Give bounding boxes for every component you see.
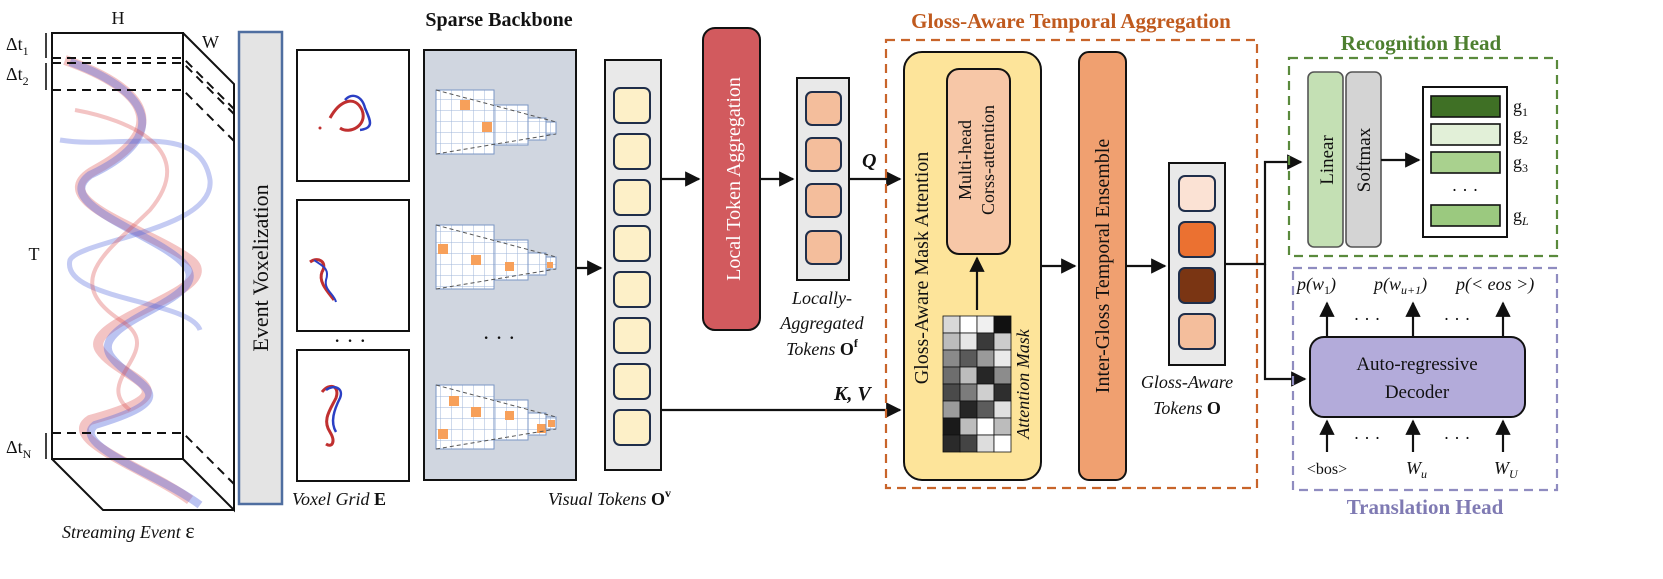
visual-token (613, 363, 651, 400)
linear-label: Linear (1317, 135, 1338, 185)
linear-block (1307, 71, 1344, 248)
decoder-label-line1: Auto-regressive (1356, 354, 1477, 375)
output-prob-eos: p(< eos >) (1454, 274, 1534, 295)
sparse-backbone-pyramid-2 (435, 224, 557, 290)
gloss-token (1178, 313, 1216, 350)
cross-attention-label-line2: Corss-attention (978, 105, 998, 215)
gloss-prob-bar (1430, 151, 1501, 174)
width-label: W (202, 32, 219, 52)
output-prob-w1: p(w1) (1295, 274, 1336, 297)
inter-gloss-temporal-ensemble-label: Inter-Gloss Temporal Ensemble (1092, 139, 1114, 394)
gloss-label-3: g3 (1513, 152, 1528, 175)
to-translation-head-arrow (1263, 264, 1307, 387)
event-voxelization-label: Event Voxelization (248, 184, 273, 351)
gloss-prob-ellipsis: · · · (1452, 180, 1479, 200)
decoder-input-ellipsis-1: · · · (1354, 428, 1381, 448)
streaming-event-volume (45, 32, 235, 513)
attention-mask-grid (942, 315, 1012, 453)
visual-token (613, 179, 651, 216)
local-token (805, 91, 842, 126)
recognition-head-frame (1287, 56, 1559, 258)
recognition-head-title: Recognition Head (1341, 31, 1502, 55)
voxel-grid-frame-1 (296, 49, 410, 182)
kv-label: K, V (833, 383, 872, 405)
visual-tokens-caption: Visual Tokens Ov (548, 486, 671, 509)
visual-token-list (613, 87, 651, 446)
sparse-backbone-pyramid-1 (435, 89, 557, 155)
gloss-token (1178, 175, 1216, 212)
local-tokens-caption-line1: Locally- (791, 288, 852, 308)
gloss-label-l: gL (1513, 205, 1529, 228)
visual-token (613, 225, 651, 262)
local-token-list (805, 91, 842, 265)
gloss-tokens-caption-line2: Tokens O (1153, 398, 1221, 418)
visual-token (613, 271, 651, 308)
gloss-tokens-caption-line1: Gloss-Aware (1141, 372, 1233, 392)
decoder-input-wu: Wu (1406, 458, 1427, 481)
local-token (805, 230, 842, 265)
voxel-grid-frame-3 (296, 349, 410, 482)
streaming-event-caption: Streaming Event ε (62, 518, 195, 543)
voxel-grid-caption: Voxel Grid E (292, 489, 386, 509)
gloss-prob-bar (1430, 123, 1501, 146)
gloss-aware-temporal-aggregation-frame (884, 38, 1259, 490)
gloss-token-list (1178, 175, 1216, 350)
cross-attention-label-line1: Multi-head (955, 120, 975, 200)
decoder-label-line2: Decoder (1385, 382, 1450, 403)
auto-regressive-decoder-block (1309, 336, 1526, 418)
gloss-prob-bar (1430, 204, 1501, 227)
time-axis-label: T (29, 244, 40, 264)
decoder-input-wU: WU (1494, 458, 1519, 481)
voxel-grid-frame-2 (296, 199, 410, 332)
sparse-backbone-ellipsis: · · · (483, 325, 516, 350)
local-token (805, 137, 842, 172)
sparse-backbone-title: Sparse Backbone (425, 9, 572, 31)
translation-head-title: Translation Head (1347, 495, 1504, 519)
output-prob-wu1: p(wu+1) (1372, 274, 1427, 297)
sparse-backbone-pyramid-3 (435, 384, 557, 450)
attention-mask-label: Attention Mask (1013, 328, 1033, 439)
cross-attention-block (946, 68, 1011, 255)
to-recognition-head-arrow (1225, 154, 1303, 266)
slice-dtn-label: ΔtN (6, 437, 32, 461)
decoder-output-ellipsis-1: · · · (1354, 309, 1381, 329)
local-token (805, 183, 842, 218)
gloss-aware-mask-attention-label: Gloss-Aware Mask Attention (911, 152, 933, 385)
slice-dt1-label: Δt1 (6, 34, 29, 58)
local-tokens-caption-line3: Tokens Of (786, 336, 859, 359)
softmax-label: Softmax (1354, 127, 1375, 192)
translation-head-frame (1291, 266, 1559, 492)
event-voxelization-block (237, 30, 284, 506)
decoder-input-bos: <bos> (1307, 461, 1347, 478)
gloss-token (1178, 221, 1216, 258)
height-label: H (112, 8, 125, 28)
event-stream-scatter (59, 55, 213, 509)
local-tokens-caption-line2: Aggregated (779, 313, 864, 333)
gloss-label-1: g1 (1513, 96, 1528, 119)
visual-token (613, 317, 651, 354)
slice-dt2-label: Δt2 (6, 64, 29, 88)
gloss-prob-bar (1430, 95, 1501, 118)
gloss-aware-temporal-aggregation-title: Gloss-Aware Temporal Aggregation (911, 9, 1231, 33)
visual-tokens-column (604, 59, 662, 471)
gloss-label-2: g2 (1513, 124, 1528, 147)
local-token-aggregation-label: Local Token Aggregation (723, 77, 745, 281)
decoder-output-ellipsis-2: · · · (1444, 309, 1471, 329)
gloss-token (1178, 267, 1216, 304)
visual-token (613, 87, 651, 124)
decoder-input-ellipsis-2: · · · (1444, 428, 1471, 448)
query-label: Q (862, 150, 876, 172)
visual-token (613, 133, 651, 170)
visual-token (613, 409, 651, 446)
voxel-grid-ellipsis: · · · (334, 328, 367, 353)
